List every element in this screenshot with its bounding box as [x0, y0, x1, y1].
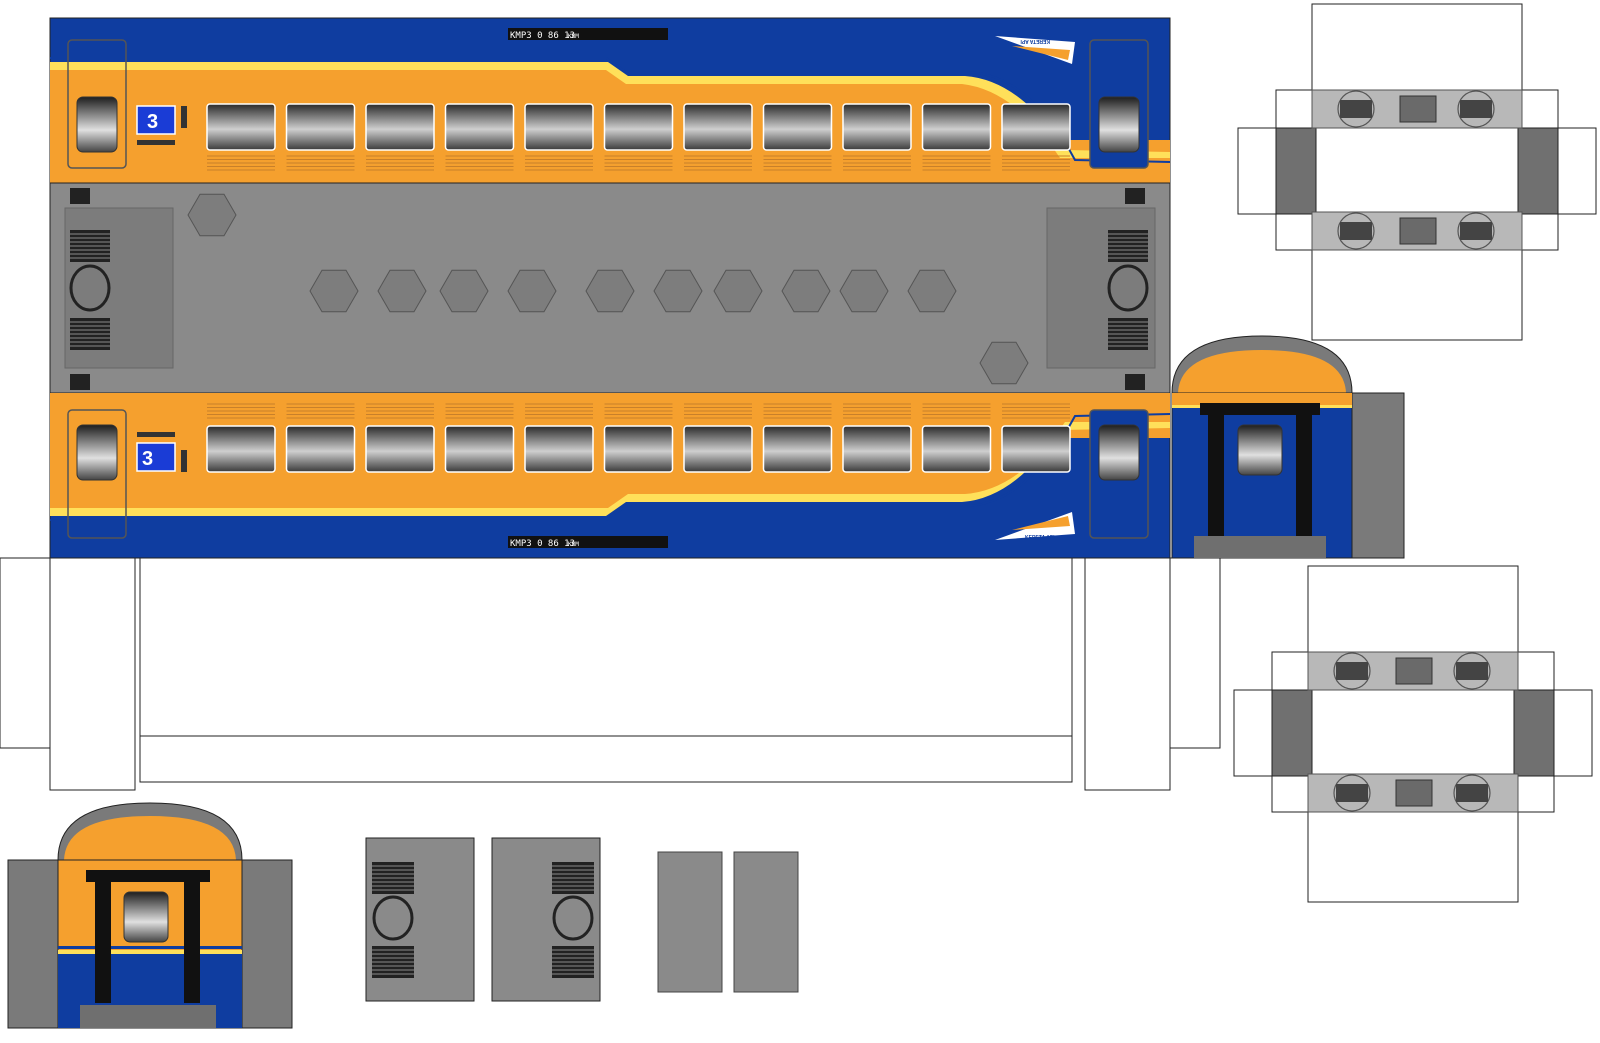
window [285, 103, 356, 151]
window [206, 425, 276, 473]
window [365, 103, 435, 151]
hexagon-vent-icon [839, 269, 889, 313]
window [921, 425, 992, 473]
roof-vents [187, 193, 1029, 385]
window [444, 103, 515, 151]
window [285, 425, 356, 473]
end-cap-right [1171, 335, 1405, 559]
window [524, 425, 594, 473]
hexagon-vent-icon [713, 269, 763, 313]
number-plate-icon: 3 [136, 105, 176, 145]
car-side-bottom: 3 KMP3 0 86 13 KRM KERETA API [49, 392, 1171, 559]
hexagon-vent-icon [439, 269, 489, 313]
bogie-icon [1333, 652, 1371, 690]
window [762, 103, 833, 151]
window [1001, 103, 1071, 151]
hexagon-vent-icon [507, 269, 557, 313]
bogie-icon [1337, 90, 1375, 128]
window [1001, 425, 1071, 473]
window [603, 103, 674, 151]
window-row-bottom [206, 425, 1071, 473]
car-body-template: 3 KMP3 0 86 13 KRM KERETA API [0, 17, 1221, 791]
bogie-icon [1337, 212, 1375, 250]
window [365, 425, 435, 473]
car-roof [49, 182, 1171, 394]
car-code-top: KMP3 0 86 13 [510, 31, 575, 41]
window-row-top [206, 103, 1071, 151]
bogie-icon [1457, 212, 1495, 250]
hexagon-vent-icon [377, 269, 427, 313]
hexagon-vent-icon [187, 193, 237, 237]
louvre-row-top [207, 155, 1070, 171]
kereta-api-logo-icon: KERETA API [995, 36, 1075, 64]
bogie-icon [1453, 652, 1491, 690]
bogie-icon [1333, 774, 1371, 812]
window [524, 103, 594, 151]
hexagon-vent-icon [907, 269, 957, 313]
window [683, 425, 753, 473]
car-side-top: 3 KMP3 0 86 13 KRM KERETA API [49, 17, 1171, 184]
roof-end-pieces [365, 837, 799, 1002]
car-code-bottom: KMP3 0 86 13 [510, 539, 575, 549]
car-number-top: 3 [147, 111, 158, 133]
bogie-icon [1457, 90, 1495, 128]
car-code-suffix-bottom: KRM [568, 541, 579, 548]
hexagon-vent-icon [979, 341, 1029, 385]
window [444, 425, 515, 473]
car-code-suffix-top: KRM [568, 33, 579, 40]
window [842, 425, 912, 473]
window [762, 425, 833, 473]
logo-text-top: KERETA API [1020, 38, 1050, 44]
bogie-net-bottom [1233, 565, 1593, 903]
hexagon-vent-icon [309, 269, 359, 313]
underside-flaps [0, 557, 1221, 791]
logo-text-bottom: KERETA API [1025, 535, 1055, 541]
number-plate-icon: 3 [136, 432, 176, 472]
window [603, 425, 674, 473]
window [683, 103, 753, 151]
window [842, 103, 912, 151]
window [921, 103, 992, 151]
louvre-row-bottom [207, 403, 1070, 419]
window [206, 103, 276, 151]
bogie-icon [1453, 774, 1491, 812]
end-cap-left [7, 802, 293, 1029]
car-number-bottom: 3 [142, 448, 153, 470]
hexagon-vent-icon [585, 269, 635, 313]
hexagon-vent-icon [653, 269, 703, 313]
bogie-net-top [1237, 3, 1597, 341]
kereta-api-logo-icon: KERETA API [995, 512, 1075, 541]
hexagon-vent-icon [781, 269, 831, 313]
